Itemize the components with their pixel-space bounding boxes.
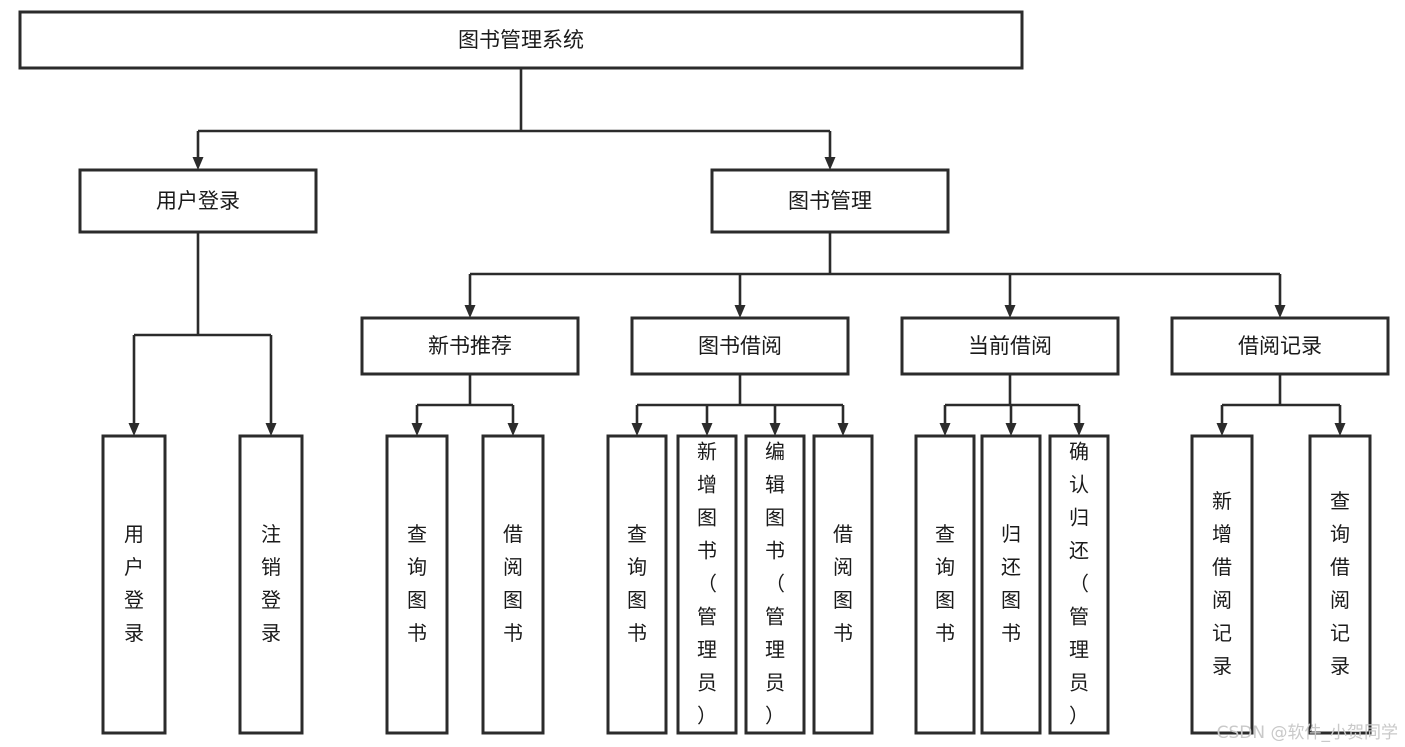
node-label: 注销登录 (261, 522, 281, 645)
node-label: 借阅图书 (503, 522, 523, 645)
node-box (812, 434, 874, 735)
arrow-head-icon (701, 423, 713, 436)
arrow-head-icon (128, 423, 140, 436)
edge-group-user-login (128, 232, 277, 436)
arrow-head-icon (824, 157, 836, 170)
node-box (360, 316, 580, 376)
arrow-head-icon (769, 423, 781, 436)
node-label: 图书借阅 (698, 334, 782, 358)
edge-group-root (192, 68, 836, 170)
arrow-head-icon (192, 157, 204, 170)
node-leaf-add-record[interactable]: 新增借阅记录 (1190, 434, 1254, 735)
node-user-login[interactable]: 用户登录 (78, 168, 318, 234)
node-leaf-query-book-3[interactable]: 查询图书 (914, 434, 976, 735)
arrow-head-icon (464, 305, 476, 318)
node-label: 用户登录 (124, 522, 144, 645)
node-book-borrow[interactable]: 图书借阅 (630, 316, 850, 376)
node-box (744, 434, 806, 735)
node-label: 当前借阅 (968, 334, 1052, 358)
edge-group-new-book-recommend (411, 374, 519, 436)
node-box (900, 316, 1120, 376)
node-box (1170, 316, 1390, 376)
arrow-head-icon (939, 423, 951, 436)
node-label: 新增图书（管理员） (697, 439, 717, 727)
node-leaf-confirm-return[interactable]: 确认归还（管理员） (1048, 434, 1110, 735)
arrow-head-icon (265, 423, 277, 436)
node-label: 查询图书 (627, 522, 647, 645)
node-leaf-query-record[interactable]: 查询借阅记录 (1308, 434, 1372, 735)
node-current-borrow[interactable]: 当前借阅 (900, 316, 1120, 376)
node-leaf-edit-book[interactable]: 编辑图书（管理员） (744, 434, 806, 735)
node-label: 借阅图书 (833, 522, 853, 645)
node-box (1190, 434, 1254, 735)
node-new-book-recommend[interactable]: 新书推荐 (360, 316, 580, 376)
arrow-head-icon (631, 423, 643, 436)
node-label: 归还图书 (1001, 522, 1021, 645)
arrow-head-icon (734, 305, 746, 318)
node-box (914, 434, 976, 735)
node-box (238, 434, 304, 735)
node-box (101, 434, 167, 735)
node-label: 编辑图书（管理员） (765, 439, 785, 727)
node-leaf-user-logout[interactable]: 注销登录 (238, 434, 304, 735)
node-label: 确认归还（管理员） (1069, 439, 1089, 727)
connector-layer (128, 68, 1346, 436)
node-box (606, 434, 668, 735)
node-label: 借阅记录 (1238, 334, 1322, 358)
arrow-head-icon (1216, 423, 1228, 436)
node-box (385, 434, 449, 735)
node-layer: 图书管理系统用户登录图书管理新书推荐图书借阅当前借阅借阅记录用户登录注销登录查询… (18, 10, 1390, 735)
edge-group-book-manage (464, 232, 1286, 318)
edge-group-borrow-record (1216, 374, 1346, 436)
node-box (710, 168, 950, 234)
node-box (78, 168, 318, 234)
arrow-head-icon (837, 423, 849, 436)
node-label: 查询借阅记录 (1330, 489, 1350, 678)
node-label: 新书推荐 (428, 334, 512, 358)
arrow-head-icon (1073, 423, 1085, 436)
arrow-head-icon (1274, 305, 1286, 318)
node-box (1308, 434, 1372, 735)
node-leaf-borrow-book-2[interactable]: 借阅图书 (812, 434, 874, 735)
edge-group-book-borrow (631, 374, 849, 436)
node-box (481, 434, 545, 735)
arrow-head-icon (1004, 305, 1016, 318)
node-root[interactable]: 图书管理系统 (18, 10, 1024, 70)
node-leaf-add-book[interactable]: 新增图书（管理员） (676, 434, 738, 735)
node-borrow-record[interactable]: 借阅记录 (1170, 316, 1390, 376)
node-box (630, 316, 850, 376)
node-label: 图书管理系统 (458, 28, 584, 52)
node-book-manage[interactable]: 图书管理 (710, 168, 950, 234)
node-box (980, 434, 1042, 735)
node-label: 查询图书 (935, 522, 955, 645)
node-leaf-query-book-1[interactable]: 查询图书 (385, 434, 449, 735)
node-leaf-return-book[interactable]: 归还图书 (980, 434, 1042, 735)
node-label: 新增借阅记录 (1212, 489, 1232, 678)
watermark-label: CSDN @软件_小贺同学 (1217, 723, 1398, 743)
node-leaf-query-book-2[interactable]: 查询图书 (606, 434, 668, 735)
node-label: 用户登录 (156, 189, 240, 213)
node-label: 图书管理 (788, 189, 872, 213)
node-box (676, 434, 738, 735)
node-leaf-user-login[interactable]: 用户登录 (101, 434, 167, 735)
arrow-head-icon (411, 423, 423, 436)
edge-group-current-borrow (939, 374, 1085, 436)
node-box (1048, 434, 1110, 735)
node-box (18, 10, 1024, 70)
node-label: 查询图书 (407, 522, 427, 645)
arrow-head-icon (1334, 423, 1346, 436)
arrow-head-icon (507, 423, 519, 436)
node-leaf-borrow-book-1[interactable]: 借阅图书 (481, 434, 545, 735)
arrow-head-icon (1005, 423, 1017, 436)
